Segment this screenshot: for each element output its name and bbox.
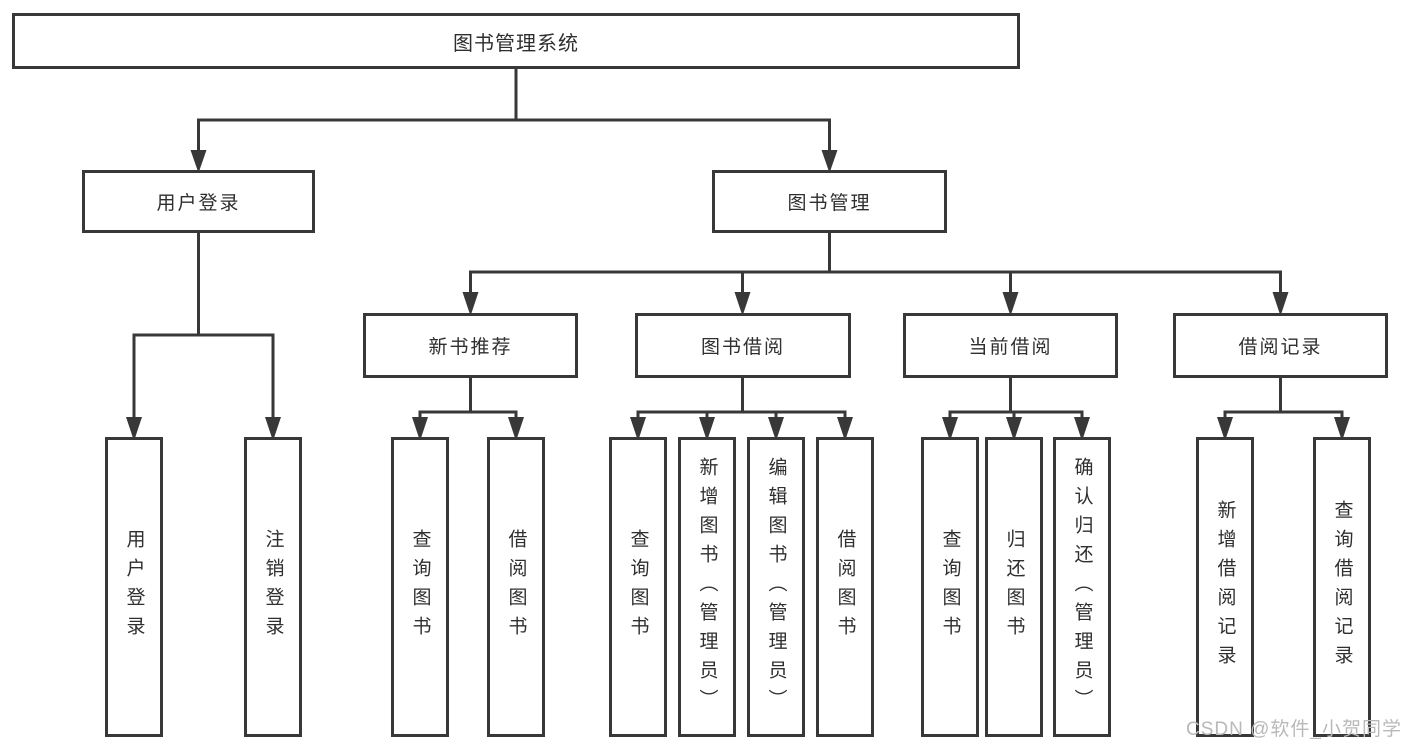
node-root-system: 图书管理系统 — [12, 13, 1020, 69]
node-user-login: 用户登录 — [82, 170, 315, 233]
leaf-current-query-books: 查询图书 — [921, 437, 979, 737]
node-user-login-label: 用户登录 — [156, 193, 241, 214]
leaf-query-borrow-record: 查询借阅记录 — [1313, 437, 1371, 737]
node-book-management-label: 图书管理 — [787, 193, 872, 214]
watermark: CSDN @软件_小贺同学 — [1186, 719, 1402, 740]
node-root-label: 图书管理系统 — [453, 32, 579, 55]
leaf-add-book-admin: 新增图书（管理员） — [678, 437, 736, 737]
leaf-edit-book-admin: 编辑图书（管理员） — [747, 437, 805, 737]
leaf-edit-book-admin-label: 编辑图书（管理员） — [765, 456, 787, 718]
leaf-recommend-borrow-books-label: 借阅图书 — [505, 529, 527, 645]
leaf-recommend-borrow-books: 借阅图书 — [487, 437, 545, 737]
node-current-borrow-label: 当前借阅 — [968, 337, 1053, 358]
leaf-user-login-label: 用户登录 — [123, 529, 145, 645]
leaf-borrow-book: 借阅图书 — [816, 437, 874, 737]
node-borrow-records-label: 借阅记录 — [1238, 337, 1323, 358]
leaf-return-book-label: 归还图书 — [1003, 529, 1025, 645]
leaf-current-query-books-label: 查询图书 — [939, 529, 961, 645]
leaf-logout: 注销登录 — [244, 437, 302, 737]
node-book-management: 图书管理 — [712, 170, 947, 233]
leaf-borrow-query-books: 查询图书 — [609, 437, 667, 737]
leaf-query-borrow-record-label: 查询借阅记录 — [1331, 500, 1353, 674]
leaf-user-login: 用户登录 — [105, 437, 163, 737]
node-new-book-recommend-label: 新书推荐 — [428, 337, 513, 358]
leaf-recommend-query-books: 查询图书 — [391, 437, 449, 737]
node-book-borrow: 图书借阅 — [635, 313, 851, 378]
node-book-borrow-label: 图书借阅 — [700, 337, 785, 358]
leaf-recommend-query-books-label: 查询图书 — [409, 529, 431, 645]
leaf-add-borrow-record: 新增借阅记录 — [1196, 437, 1254, 737]
leaf-add-borrow-record-label: 新增借阅记录 — [1214, 500, 1236, 674]
node-new-book-recommend: 新书推荐 — [363, 313, 578, 378]
leaf-logout-label: 注销登录 — [262, 529, 284, 645]
node-current-borrow: 当前借阅 — [903, 313, 1118, 378]
leaf-confirm-return-admin-label: 确认归还（管理员） — [1071, 456, 1093, 718]
leaf-confirm-return-admin: 确认归还（管理员） — [1053, 437, 1111, 737]
leaf-add-book-admin-label: 新增图书（管理员） — [696, 456, 718, 718]
node-borrow-records: 借阅记录 — [1173, 313, 1388, 378]
leaf-return-book: 归还图书 — [985, 437, 1043, 737]
leaf-borrow-book-label: 借阅图书 — [834, 529, 856, 645]
leaf-borrow-query-books-label: 查询图书 — [627, 529, 649, 645]
